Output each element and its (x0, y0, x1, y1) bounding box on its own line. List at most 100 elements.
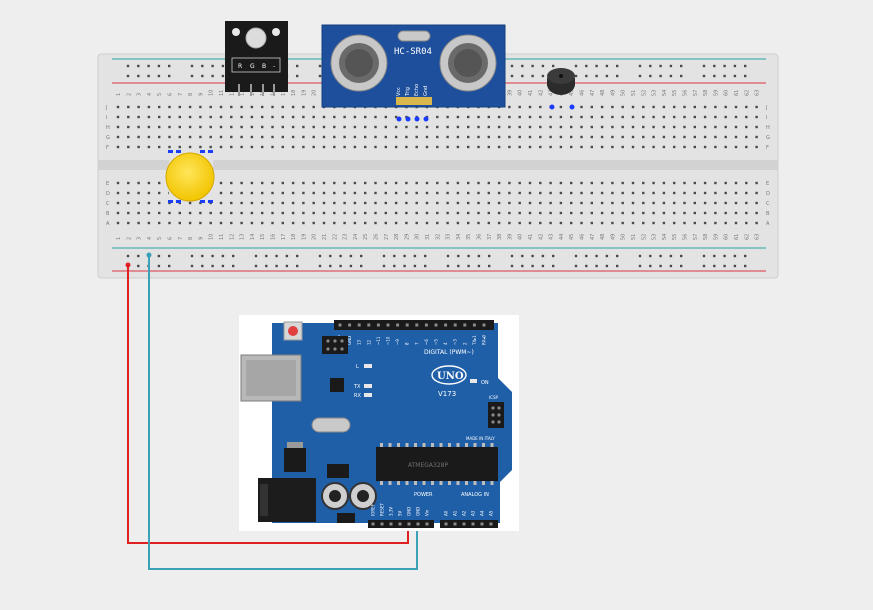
terminal-hole[interactable] (394, 115, 398, 119)
terminal-hole[interactable] (528, 115, 532, 119)
terminal-hole[interactable] (250, 105, 254, 109)
terminal-hole[interactable] (394, 191, 398, 195)
terminal-hole[interactable] (178, 115, 181, 119)
terminal-hole[interactable] (353, 125, 357, 129)
terminal-hole[interactable] (209, 221, 212, 225)
terminal-hole[interactable] (291, 201, 295, 205)
digital-pin[interactable] (357, 323, 361, 327)
terminal-hole[interactable] (611, 115, 614, 119)
terminal-hole[interactable] (549, 115, 552, 119)
rail-hole[interactable] (723, 64, 726, 68)
terminal-hole[interactable] (611, 221, 614, 225)
terminal-hole[interactable] (374, 221, 377, 225)
terminal-hole[interactable] (652, 221, 655, 225)
rail-hole[interactable] (702, 254, 706, 258)
terminal-hole[interactable] (652, 191, 655, 195)
rail-hole[interactable] (221, 254, 225, 258)
rail-hole[interactable] (585, 74, 588, 78)
terminal-hole[interactable] (611, 211, 614, 215)
rail-hole[interactable] (649, 254, 652, 258)
terminal-hole[interactable] (621, 135, 624, 139)
terminal-hole[interactable] (230, 115, 233, 119)
rail-hole[interactable] (605, 64, 609, 68)
terminal-hole[interactable] (683, 201, 686, 205)
terminal-hole[interactable] (261, 145, 264, 149)
terminal-hole[interactable] (456, 191, 460, 195)
terminal-hole[interactable] (281, 135, 284, 139)
terminal-hole[interactable] (755, 201, 758, 205)
rail-hole[interactable] (744, 74, 747, 78)
terminal-hole[interactable] (271, 211, 274, 215)
terminal-hole[interactable] (621, 211, 624, 215)
terminal-hole[interactable] (724, 125, 727, 129)
terminal-hole[interactable] (662, 201, 666, 205)
rail-hole[interactable] (541, 264, 545, 268)
terminal-hole[interactable] (230, 201, 233, 205)
terminal-hole[interactable] (642, 191, 645, 195)
terminal-hole[interactable] (127, 221, 130, 225)
terminal-hole[interactable] (436, 191, 439, 195)
rail-hole[interactable] (659, 74, 662, 78)
analog-pin[interactable] (444, 522, 448, 526)
power-pin[interactable] (389, 522, 393, 526)
rail-hole[interactable] (126, 254, 130, 258)
rgb-led-module[interactable]: R G B - (225, 21, 288, 96)
terminal-hole[interactable] (322, 135, 326, 139)
terminal-hole[interactable] (497, 191, 501, 195)
rail-hole[interactable] (585, 64, 588, 68)
terminal-hole[interactable] (137, 201, 140, 205)
terminal-hole[interactable] (405, 181, 408, 185)
terminal-hole[interactable] (477, 181, 480, 185)
terminal-hole[interactable] (322, 125, 326, 129)
terminal-hole[interactable] (703, 135, 707, 139)
rail-hole[interactable] (638, 264, 642, 268)
terminal-hole[interactable] (343, 125, 346, 129)
terminal-hole[interactable] (209, 125, 212, 129)
terminal-hole[interactable] (199, 135, 202, 139)
analog-pin[interactable] (462, 522, 466, 526)
digital-pin[interactable] (415, 323, 419, 327)
terminal-hole[interactable] (158, 125, 161, 129)
terminal-hole[interactable] (714, 191, 717, 195)
terminal-hole[interactable] (559, 115, 563, 119)
terminal-hole[interactable] (291, 211, 295, 215)
rail-hole[interactable] (190, 64, 194, 68)
terminal-hole[interactable] (127, 201, 130, 205)
terminal-hole[interactable] (600, 135, 604, 139)
terminal-hole[interactable] (353, 211, 357, 215)
terminal-hole[interactable] (559, 211, 563, 215)
terminal-hole[interactable] (714, 125, 717, 129)
digital-pin[interactable] (367, 323, 371, 327)
terminal-hole[interactable] (580, 201, 583, 205)
terminal-hole[interactable] (755, 181, 758, 185)
terminal-hole[interactable] (580, 115, 583, 119)
terminal-hole[interactable] (137, 211, 140, 215)
terminal-hole[interactable] (199, 115, 202, 119)
breadboard[interactable]: 1234567891011121314151617181920212223242… (97, 53, 779, 279)
terminal-hole[interactable] (322, 211, 326, 215)
terminal-hole[interactable] (693, 145, 696, 149)
terminal-hole[interactable] (147, 211, 151, 215)
terminal-hole[interactable] (364, 201, 367, 205)
terminal-hole[interactable] (621, 105, 624, 109)
rail-hole[interactable] (585, 264, 588, 268)
terminal-hole[interactable] (631, 201, 635, 205)
terminal-hole[interactable] (590, 135, 593, 139)
terminal-hole[interactable] (168, 135, 171, 139)
rail-hole[interactable] (605, 74, 609, 78)
terminal-hole[interactable] (497, 145, 501, 149)
button-cap[interactable] (165, 152, 215, 202)
push-button[interactable] (165, 150, 215, 203)
terminal-hole[interactable] (322, 115, 326, 119)
terminal-hole[interactable] (281, 181, 284, 185)
terminal-hole[interactable] (467, 145, 470, 149)
power-pin[interactable] (398, 522, 402, 526)
rail-hole[interactable] (510, 254, 514, 258)
terminal-hole[interactable] (281, 115, 284, 119)
reset-button[interactable] (288, 326, 298, 336)
terminal-hole[interactable] (230, 145, 233, 149)
rail-hole[interactable] (616, 254, 619, 258)
terminal-hole[interactable] (745, 191, 748, 195)
rail-hole[interactable] (201, 254, 204, 258)
terminal-hole[interactable] (714, 201, 717, 205)
